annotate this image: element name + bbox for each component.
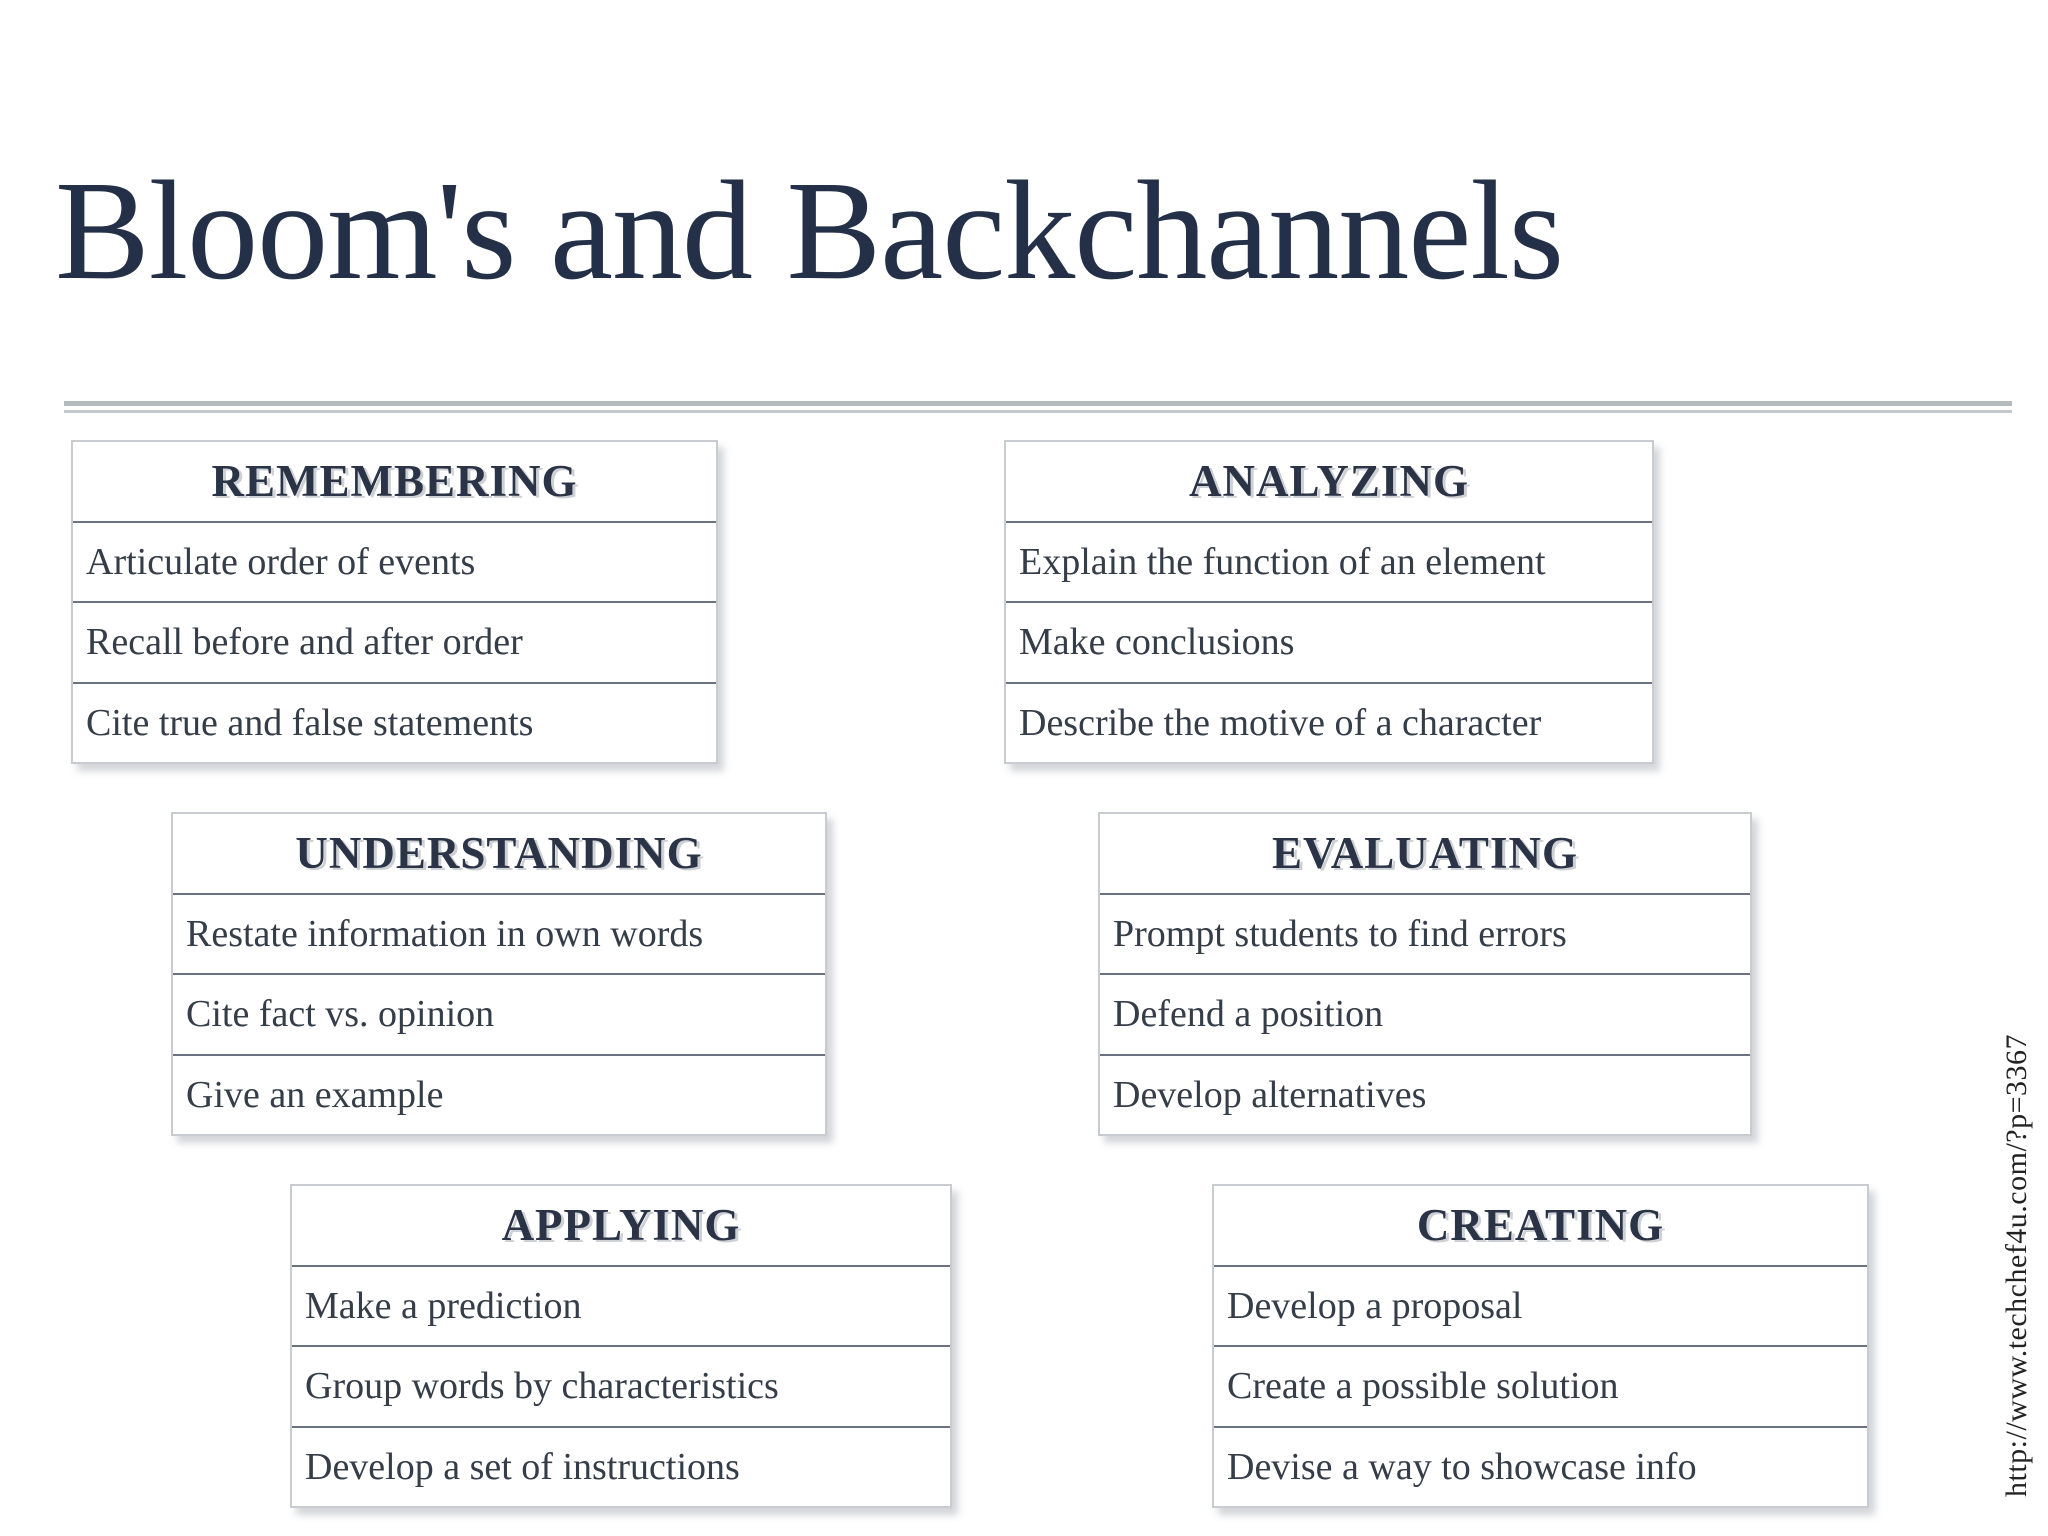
title-divider	[64, 401, 2012, 413]
table-row: Make conclusions	[1006, 603, 1652, 684]
table-creating: CREATING Develop a proposal Create a pos…	[1212, 1184, 1869, 1508]
table-row: Explain the function of an element	[1006, 523, 1652, 603]
table-understanding: UNDERSTANDING Restate information in own…	[171, 812, 827, 1136]
table-analyzing: ANALYZING Explain the function of an ele…	[1004, 440, 1654, 764]
table-row: Group words by characteristics	[292, 1347, 950, 1428]
table-row: Prompt students to find errors	[1100, 895, 1750, 975]
table-row: Make a prediction	[292, 1267, 950, 1347]
table-row: Develop a set of instructions	[305, 1445, 740, 1488]
table-row: Develop a proposal	[1214, 1267, 1867, 1347]
table-row: Give an example	[186, 1073, 444, 1116]
table-row: Cite fact vs. opinion	[173, 975, 825, 1056]
table-title: ANALYZING	[1006, 442, 1652, 523]
table-title: CREATING	[1214, 1186, 1867, 1267]
divider-line-top	[64, 401, 2012, 406]
table-row: Describe the motive of a character	[1019, 701, 1542, 744]
table-row: Create a possible solution	[1214, 1347, 1867, 1428]
table-remembering: REMEMBERING Articulate order of events R…	[71, 440, 718, 764]
divider-line-bottom	[64, 410, 2012, 413]
table-row: Develop alternatives	[1113, 1073, 1427, 1116]
table-row: Recall before and after order	[73, 603, 716, 684]
table-row: Restate information in own words	[173, 895, 825, 975]
table-title: EVALUATING	[1100, 814, 1750, 895]
table-row: Articulate order of events	[73, 523, 716, 603]
table-title: UNDERSTANDING	[173, 814, 825, 895]
table-title: REMEMBERING	[73, 442, 716, 523]
table-row: Defend a position	[1100, 975, 1750, 1056]
table-title: APPLYING	[292, 1186, 950, 1267]
table-evaluating: EVALUATING Prompt students to find error…	[1098, 812, 1752, 1136]
page-title: Bloom's and Backchannels	[55, 151, 1564, 309]
table-row: Cite true and false statements	[86, 701, 534, 744]
table-row: Devise a way to showcase info	[1227, 1445, 1697, 1488]
table-applying: APPLYING Make a prediction Group words b…	[290, 1184, 952, 1508]
source-url-text: http://www.techchef4u.com/?p=3367	[2000, 1033, 2033, 1497]
